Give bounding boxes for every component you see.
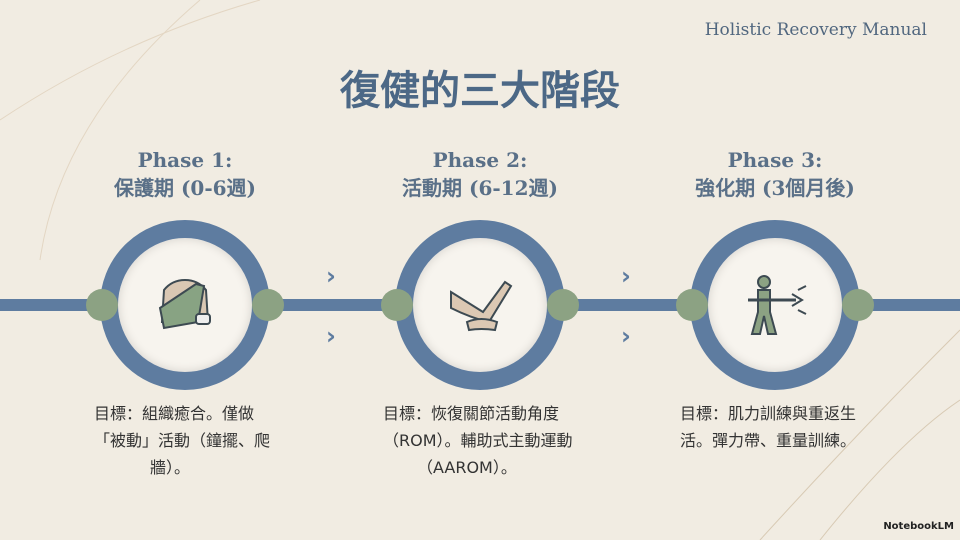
timeline-node <box>676 289 708 321</box>
phase-3-heading: Phase 3: 強化期 (3個月後) <box>625 146 925 202</box>
resistance-band-icon <box>748 275 807 335</box>
phase-3-description: 目標：肌力訓練與重返生活。彈力帶、重量訓練。 <box>680 400 880 454</box>
brand-label: Holistic Recovery Manual <box>704 20 927 40</box>
desc-line: 目標：恢復關節活動角度 <box>383 404 560 423</box>
assisted-arm-movement-icon <box>450 280 513 332</box>
phase-2-circle <box>395 220 565 390</box>
desc-line: （AAROM）。 <box>417 458 517 477</box>
chevron-right-icon: › <box>621 322 631 350</box>
page-title: 復健的三大階段 <box>340 67 620 114</box>
phase-subtitle: 保護期 (0-6週) <box>113 176 257 200</box>
desc-line: 活。彈力帶、重量訓練。 <box>680 431 857 450</box>
desc-line: 目標：肌力訓練與重返生 <box>680 404 857 423</box>
desc-line: 目標：組織癒合。僅做 <box>94 404 255 423</box>
phase-3-circle <box>690 220 860 390</box>
desc-line: 牆）。 <box>150 458 191 477</box>
phase-2-heading: Phase 2: 活動期 (6-12週) <box>330 146 630 202</box>
chevron-right-icon: › <box>326 262 336 290</box>
desc-line: （ROM）。輔助式主動運動 <box>383 431 573 450</box>
timeline-node <box>381 289 413 321</box>
timeline-node <box>86 289 118 321</box>
phase-label: Phase 1: <box>137 148 233 172</box>
desc-line: 「被動」活動（鐘擺、爬 <box>94 431 271 450</box>
timeline-node <box>842 289 874 321</box>
phase-subtitle: 活動期 (6-12週) <box>402 176 558 200</box>
chevron-right-icon: › <box>326 322 336 350</box>
timeline-node <box>252 289 284 321</box>
notebooklm-logo: NotebookLM <box>883 521 954 532</box>
phase-subtitle: 強化期 (3個月後) <box>695 176 855 200</box>
chevron-right-icon: › <box>621 262 631 290</box>
phase-label: Phase 3: <box>727 148 823 172</box>
phase-1-circle <box>100 220 270 390</box>
phase-2-description: 目標：恢復關節活動角度 （ROM）。輔助式主動運動 （AAROM）。 <box>383 400 603 481</box>
timeline-node <box>547 289 579 321</box>
phase-1-heading: Phase 1: 保護期 (0-6週) <box>35 146 335 202</box>
arm-sling-icon <box>158 278 211 330</box>
phase-label: Phase 2: <box>432 148 528 172</box>
phase-1-description: 目標：組織癒合。僅做「被動」活動（鐘擺、爬牆）。 <box>94 400 294 481</box>
